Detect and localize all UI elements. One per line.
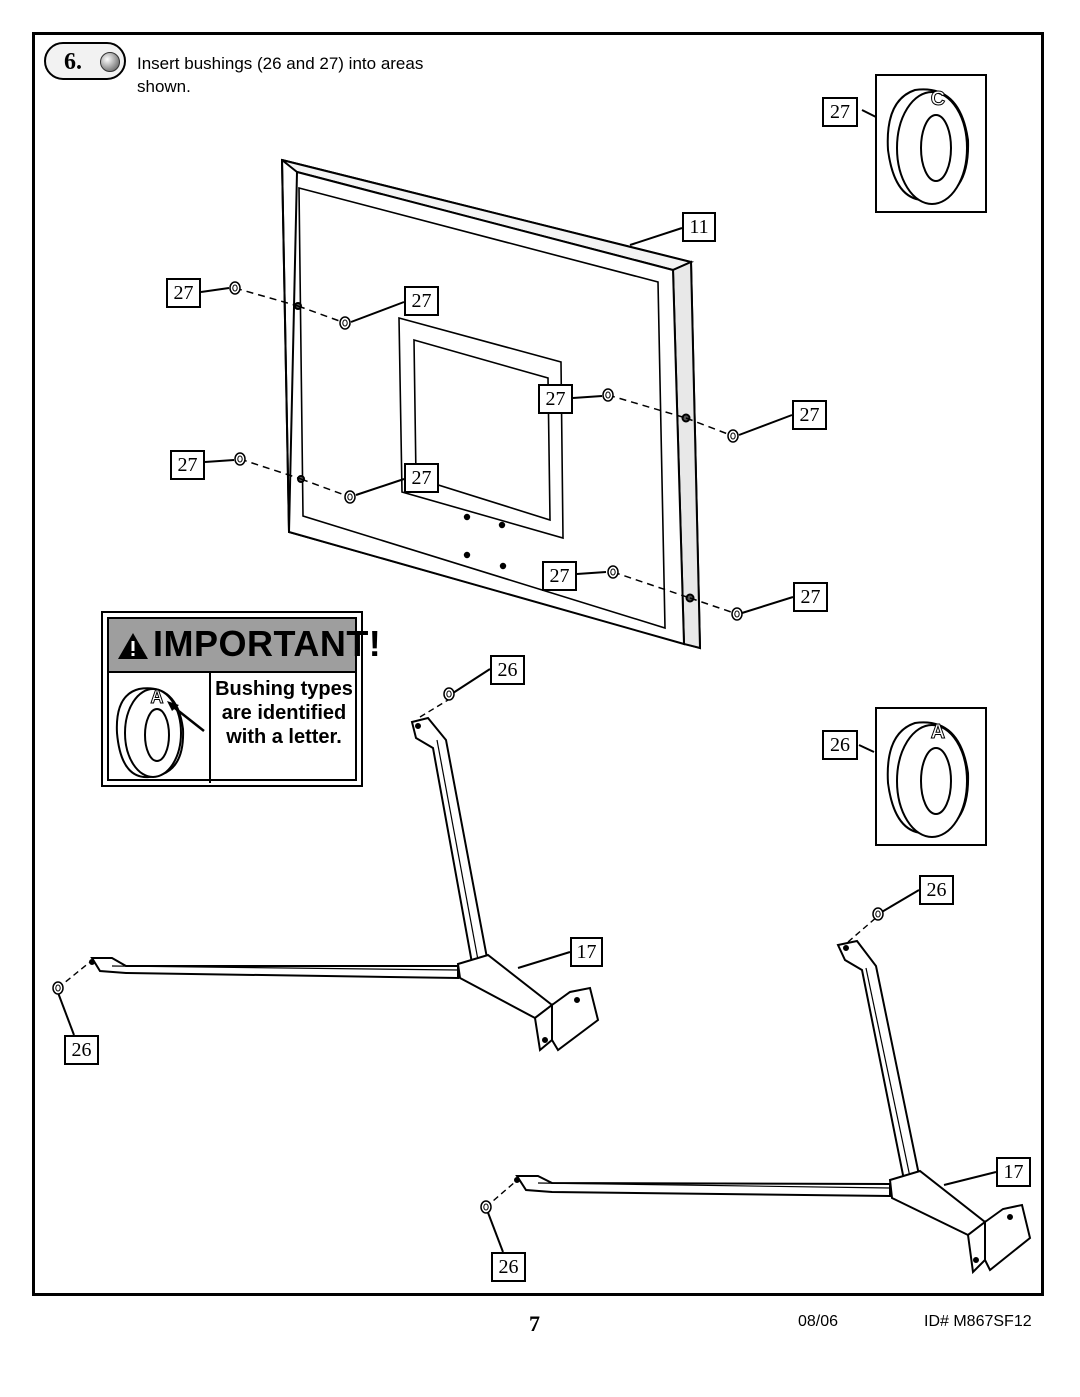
support-arm-upper: [52, 687, 600, 1052]
bushing-27-inset: [875, 74, 987, 213]
callout-26-top: 26: [490, 655, 525, 685]
callout-27-mid-right: 27: [538, 384, 573, 414]
important-inner-frame: IMPORTANT! A Bushing types are identifie…: [107, 617, 381, 783]
bushing-26-inset: [875, 707, 987, 846]
callout-17-upper: 17: [570, 937, 603, 967]
svg-text:A: A: [931, 721, 945, 743]
bullet-icon: [100, 52, 120, 72]
letter-c-mark: C: [930, 88, 945, 111]
callout-26-left: 26: [64, 1035, 99, 1065]
callout-11: 11: [682, 212, 716, 242]
support-arm-lower: [480, 907, 1032, 1275]
callout-27-mid-bottom: 27: [404, 463, 439, 493]
step-number: 6.: [64, 49, 82, 75]
callout-27-right-top: 27: [792, 400, 827, 430]
important-message: Bushing types are identified with a lett…: [215, 678, 353, 748]
step-badge: 6.: [44, 42, 126, 80]
letter-a-mark: A: [930, 721, 945, 744]
callout-27-right-bottom: 27: [793, 582, 828, 612]
callout-27-inset: 27: [822, 97, 858, 127]
callout-27-mid-lower: 27: [542, 561, 577, 591]
arrow-icon: [167, 701, 179, 711]
callout-27-mid-top: 27: [404, 286, 439, 316]
step-instruction: Insert bushings (26 and 27) into areas s…: [137, 54, 424, 96]
svg-text:C: C: [931, 88, 945, 110]
callout-17-lower: 17: [996, 1157, 1031, 1187]
callout-26-bottom: 26: [491, 1252, 526, 1282]
letter-a-label: A: [151, 687, 164, 707]
callout-27-left-top: 27: [166, 278, 201, 308]
important-notice: IMPORTANT! A Bushing types are identifie…: [101, 611, 381, 787]
page-frame: [32, 32, 1044, 1296]
revision-date: 08/06: [798, 1313, 839, 1330]
document-id: ID# M867SF12: [924, 1313, 1032, 1330]
callout-26-inset: 26: [822, 730, 858, 760]
important-title: IMPORTANT!: [153, 623, 382, 664]
page-number: 7: [529, 1311, 540, 1336]
callout-26-right: 26: [919, 875, 954, 905]
bushing-icon: A: [115, 687, 205, 779]
important-header: IMPORTANT!: [109, 619, 381, 673]
bushing-example-image: A: [109, 673, 211, 783]
callout-27-left-bottom: 27: [170, 450, 205, 480]
backboard-drawing: [280, 158, 702, 650]
leader-lines: [56, 109, 997, 1253]
warning-icon: [118, 633, 148, 659]
backboard-bushings: [229, 281, 743, 621]
